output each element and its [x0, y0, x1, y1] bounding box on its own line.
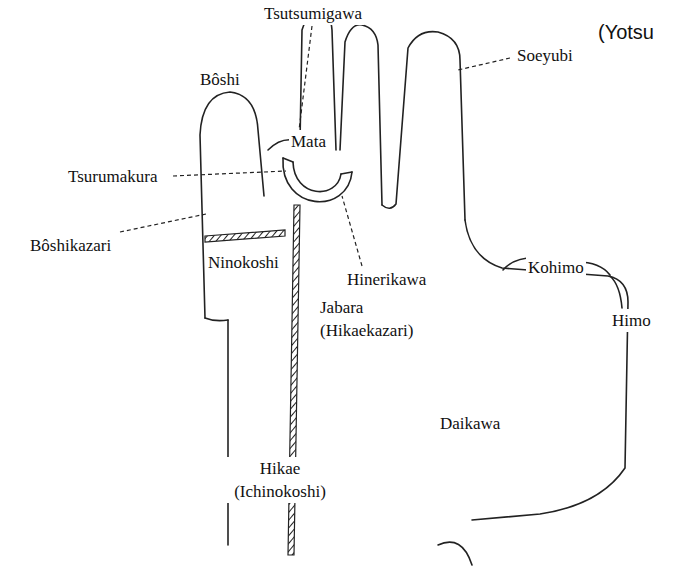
- part-name: Kohimo: [526, 256, 586, 279]
- part-name: Bôshikazari: [28, 234, 113, 257]
- part-name: Hinerikawa: [345, 268, 428, 291]
- heading-fragment: (Yotsu: [596, 20, 656, 44]
- glove-left-edge: [227, 320, 229, 545]
- leader-line: [120, 214, 206, 232]
- daikawa-outline: [465, 220, 628, 520]
- part-name: Bôshi: [198, 68, 242, 91]
- curl-ends: [283, 158, 352, 174]
- part-name: Tsurumakura: [66, 165, 159, 188]
- part-name: Ninokoshi: [206, 251, 281, 274]
- part-name: Daikawa: [438, 412, 502, 435]
- part-name: Mata: [289, 130, 328, 153]
- leader-line: [298, 26, 312, 138]
- thumb-outline: [200, 92, 264, 318]
- thumb-base: [205, 318, 228, 321]
- soeyubi-outline: [382, 32, 465, 220]
- hand-below: [438, 542, 472, 565]
- boshikazari-braid: [205, 230, 285, 242]
- curl-inner: [293, 162, 341, 192]
- finger-two: [340, 25, 382, 205]
- part-name: Himo: [610, 309, 653, 332]
- part-name: Soeyubi: [515, 44, 575, 67]
- curl-outer: [283, 158, 352, 202]
- part-name: Jabara (Hikaekazari): [318, 296, 440, 342]
- himo-end: [610, 276, 622, 308]
- leader-line: [173, 171, 286, 176]
- part-name: Tsutsumigawa: [262, 2, 364, 25]
- leader-line: [458, 58, 510, 70]
- part-name: Hikae (Ichinokoshi): [220, 457, 340, 503]
- leader-line: [342, 196, 362, 266]
